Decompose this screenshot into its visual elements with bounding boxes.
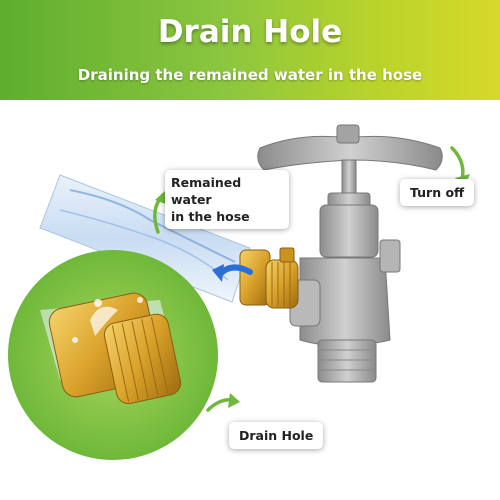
callout-drain-hole: Drain Hole (229, 422, 324, 449)
drain-hole-closeup (8, 250, 218, 460)
callout-label: Turn off (410, 185, 465, 200)
curved-arrow-icon (155, 190, 168, 205)
hose (39, 174, 251, 303)
callout-turn-off: Turn off (400, 179, 475, 206)
curved-arrow-icon (450, 146, 465, 182)
curved-arrow-icon (228, 393, 240, 408)
page-title: Drain Hole (157, 14, 343, 50)
water-flow-arrow-icon (212, 264, 253, 282)
callout-remained-water: Remained water in the hose (165, 170, 289, 229)
page-subtitle: Draining the remained water in the hose (77, 66, 423, 84)
header-banner (0, 0, 500, 100)
callout-label: Drain Hole (239, 428, 314, 443)
callout-line: in the hose (171, 209, 250, 224)
faucet (257, 124, 443, 383)
brass-connector (239, 247, 299, 309)
callout-line: Remained water (171, 175, 242, 207)
